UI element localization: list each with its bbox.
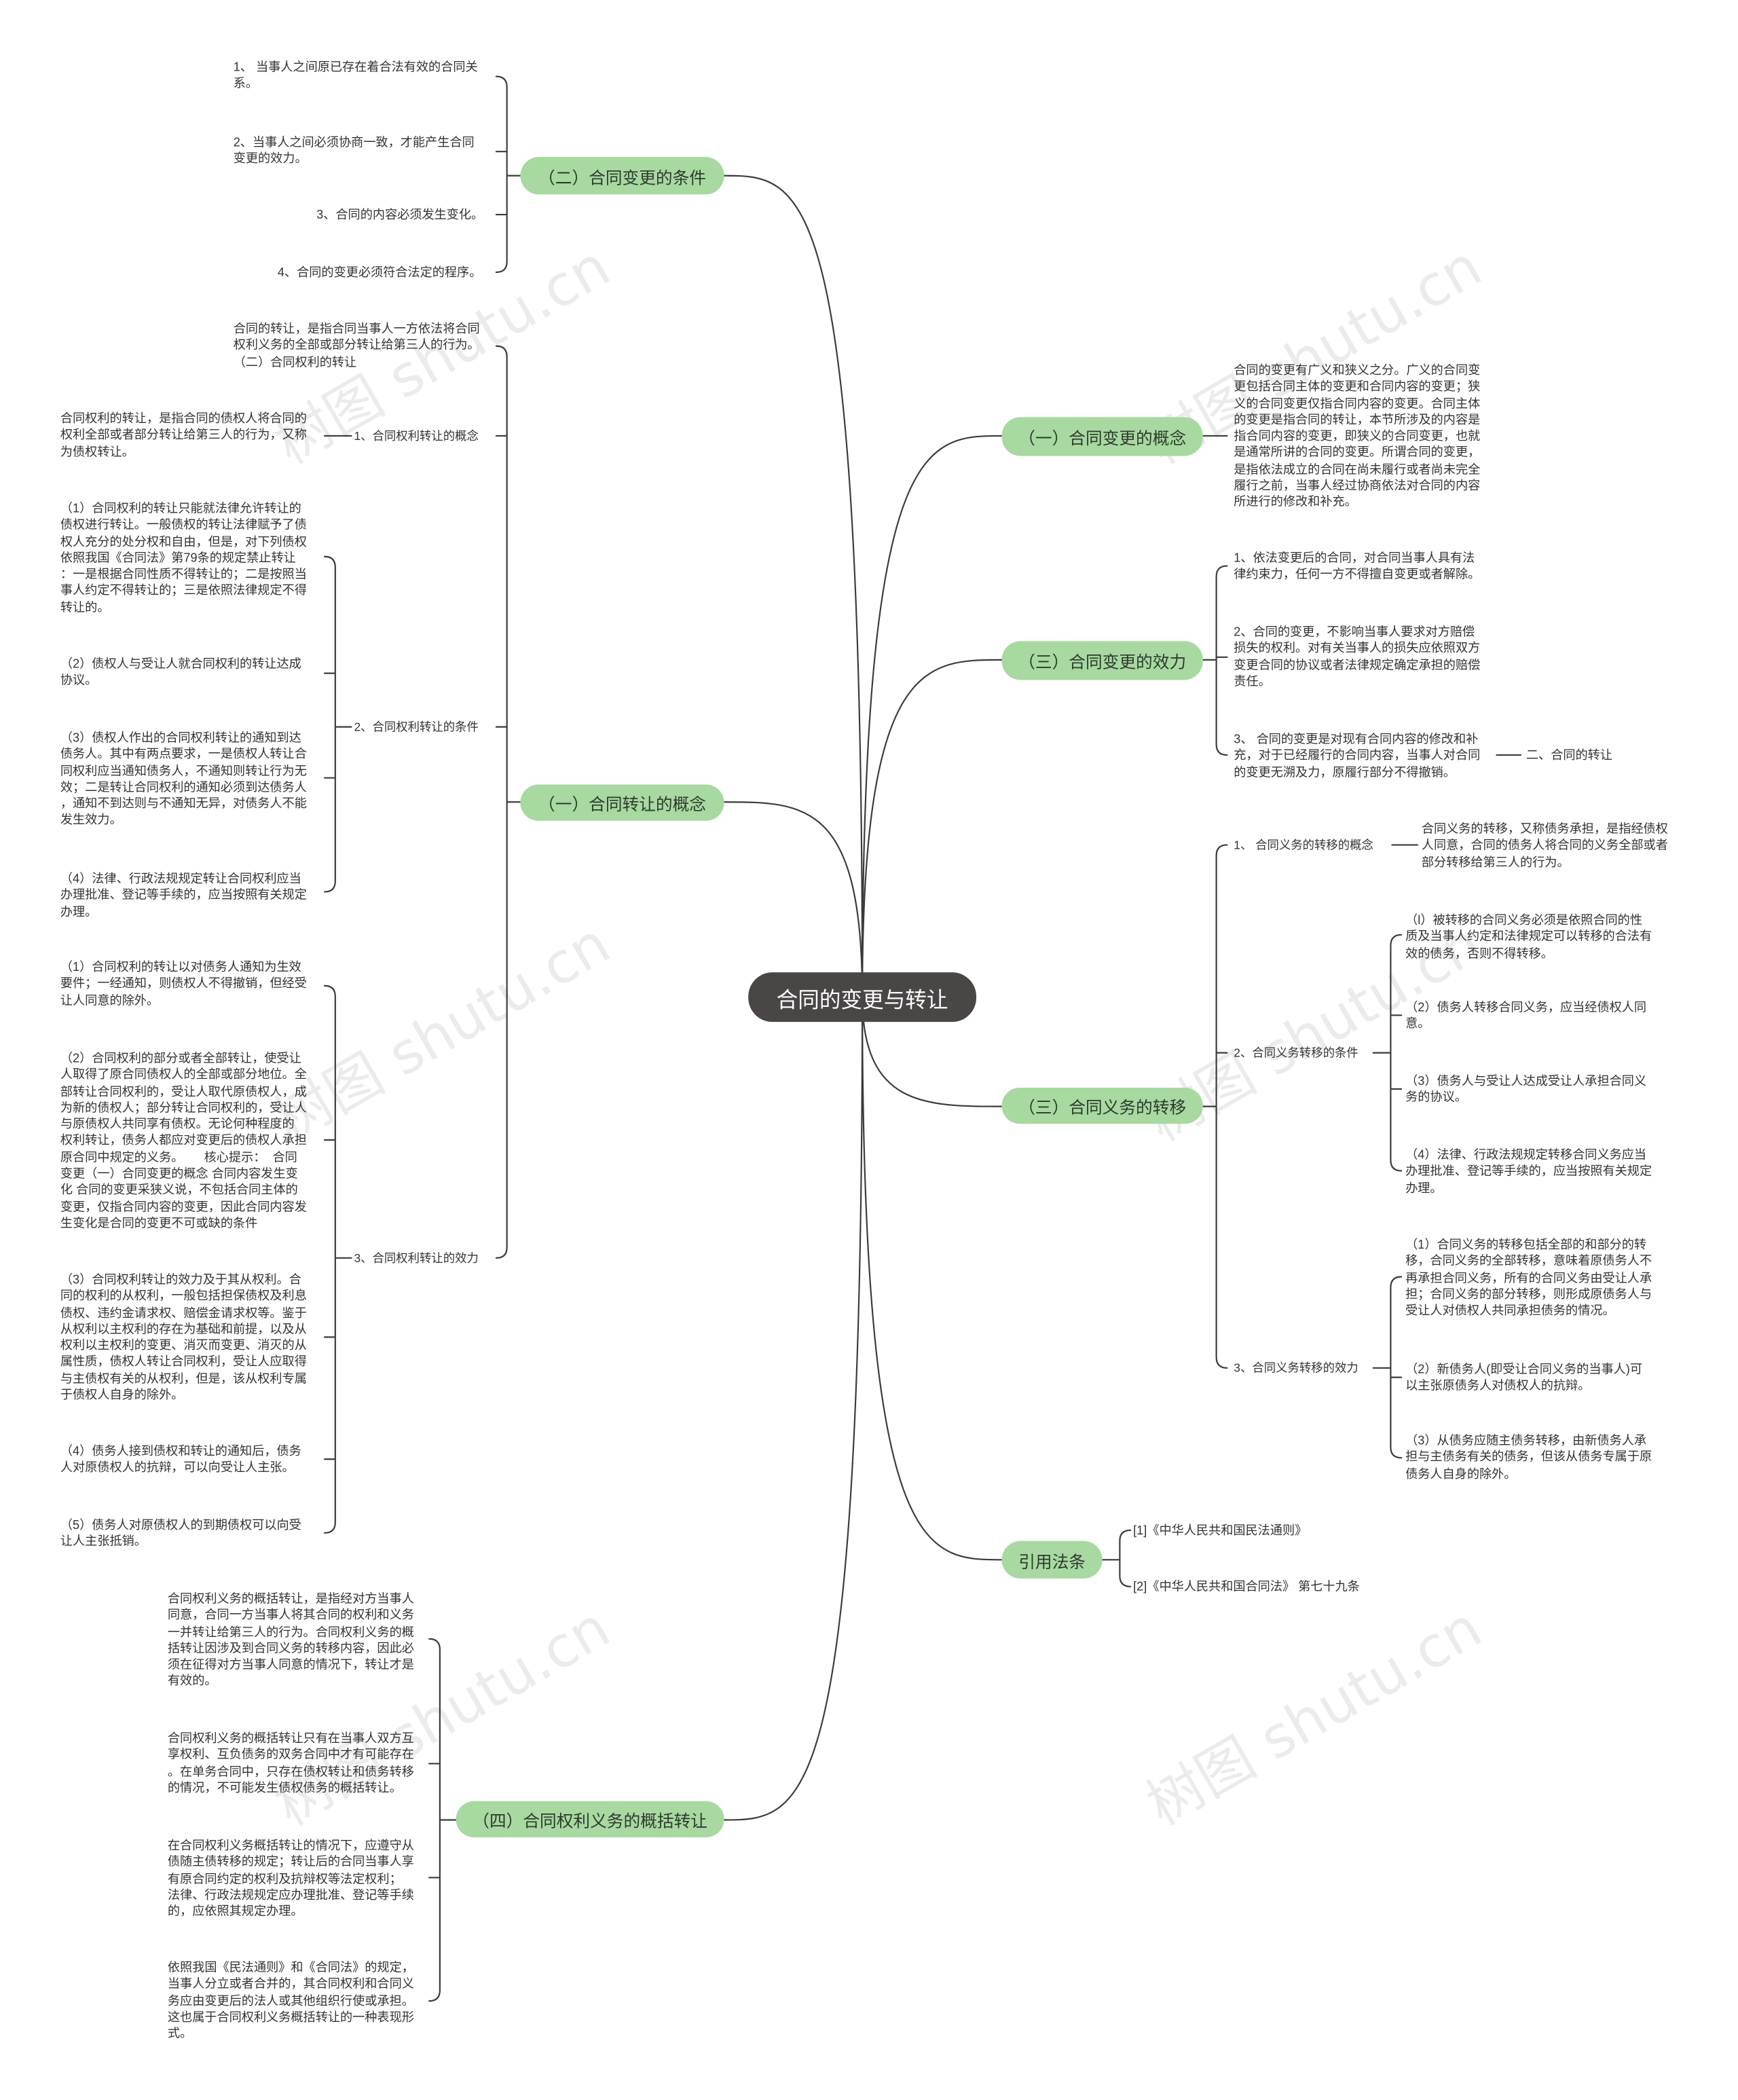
brace-obligation-conditions bbox=[1372, 934, 1403, 1172]
transfer-intro-text[interactable]: 合同的转让，是指合同当事人一方依法将合同 权利义务的全部或部分转让给第三人的行为… bbox=[233, 322, 480, 369]
topic-obligation-transfer[interactable]: （三）合同义务的转移 bbox=[1001, 1087, 1203, 1124]
topic-change-effect[interactable]: （三）合同变更的效力 bbox=[1001, 641, 1203, 680]
connector-center-obligation-transfer bbox=[862, 995, 1003, 1107]
connector-center-change-conditions bbox=[723, 174, 864, 997]
topic-citations[interactable]: 引用法条 bbox=[1001, 1541, 1103, 1579]
obligation-condition-item[interactable]: （2）债务人转移合同义务，应当经债权人同 意。 bbox=[1405, 1000, 1647, 1031]
change-effect-item[interactable]: 1、依法变更后的合同，对合同当事人具有法 律约束力，任何一方不得擅自变更或者解除… bbox=[1234, 551, 1481, 581]
topic-general-transfer[interactable]: （四）合同权利义务的概括转让 bbox=[456, 1801, 724, 1838]
obligation-effect-item[interactable]: （1）合同义务的转移包括全部的和部分的转 移，合同义务的全部转移，意味着原债务人… bbox=[1405, 1238, 1652, 1318]
rights-condition-item[interactable]: （2）债权人与受让人就合同权利的转让达成 协议。 bbox=[60, 657, 301, 687]
change-condition-item[interactable]: 1、 当事人之间原已存在着合法有效的合同关 系。 bbox=[233, 60, 478, 90]
brace-obligation-transfer bbox=[1202, 844, 1418, 1369]
change-concept-text[interactable]: 合同的变更有广义和狭义之分。广义的合同变 更包括合同主体的变更和合同内容的变更；… bbox=[1234, 363, 1481, 509]
rights-condition-item[interactable]: （1）合同权利的转让只能就法律允许转让的 债权进行转让。一般债权的转让法律赋予了… bbox=[60, 501, 307, 614]
rights-concept-text[interactable]: 合同权利的转让，是指合同的债权人将合同的 权利全部或者部分转让给第三人的行为，又… bbox=[60, 411, 307, 458]
connector-center-citations bbox=[862, 995, 1003, 1561]
rights-effect-item[interactable]: （4）债务人接到债权和转让的通知后，债务 人对原债权人的抗辩，可以向受让人主张。 bbox=[60, 1444, 301, 1475]
change-condition-item[interactable]: 3、合同的内容必须发生变化。 bbox=[316, 208, 484, 221]
brace-general-transfer bbox=[428, 1638, 457, 2002]
connector-center-change-effect bbox=[862, 659, 1003, 997]
connector-center-general-transfer bbox=[723, 995, 864, 1821]
rights-condition-item[interactable]: （4）法律、行政法规规定转让合同权利应当 办理批准、登记等手续的，应当按照有关规… bbox=[60, 871, 307, 919]
topic-transfer-concept[interactable]: （一）合同转让的概念 bbox=[520, 784, 724, 821]
connector-center-change-concept bbox=[862, 435, 1003, 997]
section-heading-contract-transfer[interactable]: 二、合同的转让 bbox=[1526, 748, 1612, 762]
obligation-condition-item[interactable]: （3）债务人与受让人达成受让人承担合同义 务的协议。 bbox=[1405, 1074, 1647, 1105]
change-effect-item[interactable]: 2、合同的变更，不影响当事人要求对方赔偿 损失的权利。对有关当事人的损失应依照双… bbox=[1234, 625, 1481, 688]
rights-effect-item[interactable]: （5）债务人对原债权人的到期债权可以向受 让人主张抵销。 bbox=[60, 1518, 301, 1549]
change-condition-item[interactable]: 4、合同的变更必须符合法定的程序。 bbox=[277, 265, 482, 279]
change-effect-item[interactable]: 3、 合同的变更是对现有合同内容的修改和补 充，对于已经履行的合同内容，当事人对… bbox=[1234, 732, 1481, 779]
connector-center-transfer-concept bbox=[723, 801, 864, 997]
topic-change-conditions[interactable]: （二）合同变更的条件 bbox=[520, 157, 724, 195]
obligation-condition-item[interactable]: （4）法律、行政法规规定转移合同义务应当 办理批准、登记等手续的，应当按照有关规… bbox=[1405, 1147, 1652, 1195]
general-transfer-item[interactable]: 合同权利义务的概括转让，是指经对方当事人 同意，合同一方当事人将其合同的权利和义… bbox=[167, 1591, 414, 1688]
rights-effect-item[interactable]: （2）合同权利的部分或者全部转让，使受让 人取得了原合同债权人的全部或部分地位。… bbox=[60, 1051, 307, 1230]
brace-obligation-effect bbox=[1372, 1276, 1403, 1459]
obligation-condition-item[interactable]: （l）被转移的合同义务必须是依照合同的性 质及当事人约定和法律规定可以转移的合法… bbox=[1405, 913, 1652, 960]
subtopic-rights-concept[interactable]: 1、合同权利转让的概念 bbox=[354, 429, 479, 443]
subtopic-obligation-concept[interactable]: 1、 合同义务的转移的概念 bbox=[1234, 838, 1373, 852]
obligation-concept-text[interactable]: 合同义务的转移，又称债务承担，是指经债权 人同意，合同的债务人将合同的义务全部或… bbox=[1421, 822, 1668, 869]
general-transfer-item[interactable]: 合同权利义务的概括转让只有在当事人双方互 享权利、互负债务的双务合同中才有可能存… bbox=[167, 1731, 414, 1794]
change-condition-item[interactable]: 2、当事人之间必须协商一致，才能产生合同 变更的效力。 bbox=[233, 135, 475, 166]
general-transfer-item[interactable]: 在合同权利义务概括转让的情况下，应遵守从 债随主债转移的规定；转让后的合同当事人… bbox=[167, 1839, 414, 1919]
citation-item[interactable]: [1]《中华人民共和国民法通则》 bbox=[1133, 1523, 1308, 1537]
subtopic-rights-conditions[interactable]: 2、合同权利转让的条件 bbox=[354, 720, 479, 734]
brace-citations bbox=[1101, 1529, 1132, 1587]
brace-rights-effect bbox=[323, 984, 352, 1534]
rights-condition-item[interactable]: （3）债权人作出的合同权利转让的通知到达 债务人。其中有两点要求，一是债权人转让… bbox=[60, 731, 307, 827]
brace-transfer-concept bbox=[495, 345, 521, 1259]
obligation-effect-item[interactable]: （3）从债务应随主债务转移，由新债务人承 担与主债务有关的债务，但该从债务专属于… bbox=[1405, 1433, 1652, 1480]
subtopic-rights-effect[interactable]: 3、合同权利转让的效力 bbox=[354, 1251, 479, 1265]
brace-change-conditions bbox=[495, 75, 521, 274]
general-transfer-item[interactable]: 依照我国《民法通则》和《合同法》的规定， 当事人分立或者合并的，其合同权利和合同… bbox=[167, 1960, 414, 2040]
rights-effect-item[interactable]: （3）合同权利转让的效力及于其从权利。合 同的权利的从权利，一般包括担保债权及利… bbox=[60, 1272, 307, 1402]
obligation-effect-item[interactable]: （2）新债务人(即受让合同义务的当事人)可 以主张原债务人对债权人的抗辩。 bbox=[1405, 1362, 1642, 1393]
citation-item[interactable]: [2]《中华人民共和国合同法》 第七十九条 bbox=[1133, 1579, 1360, 1594]
subtopic-obligation-effect[interactable]: 3、合同义务转移的效力 bbox=[1234, 1361, 1358, 1375]
central-topic[interactable]: 合同的变更与转让 bbox=[748, 972, 977, 1023]
brace-change-effect bbox=[1202, 565, 1522, 756]
brace-rights-conditions bbox=[323, 555, 352, 893]
topic-change-concept[interactable]: （一）合同变更的概念 bbox=[1001, 417, 1203, 456]
rights-effect-item[interactable]: （1）合同权利的转让以对债务人通知为生效 要件；一经通知，则债权人不得撤销，但经… bbox=[60, 960, 307, 1007]
subtopic-obligation-conditions[interactable]: 2、合同义务转移的条件 bbox=[1234, 1046, 1358, 1060]
